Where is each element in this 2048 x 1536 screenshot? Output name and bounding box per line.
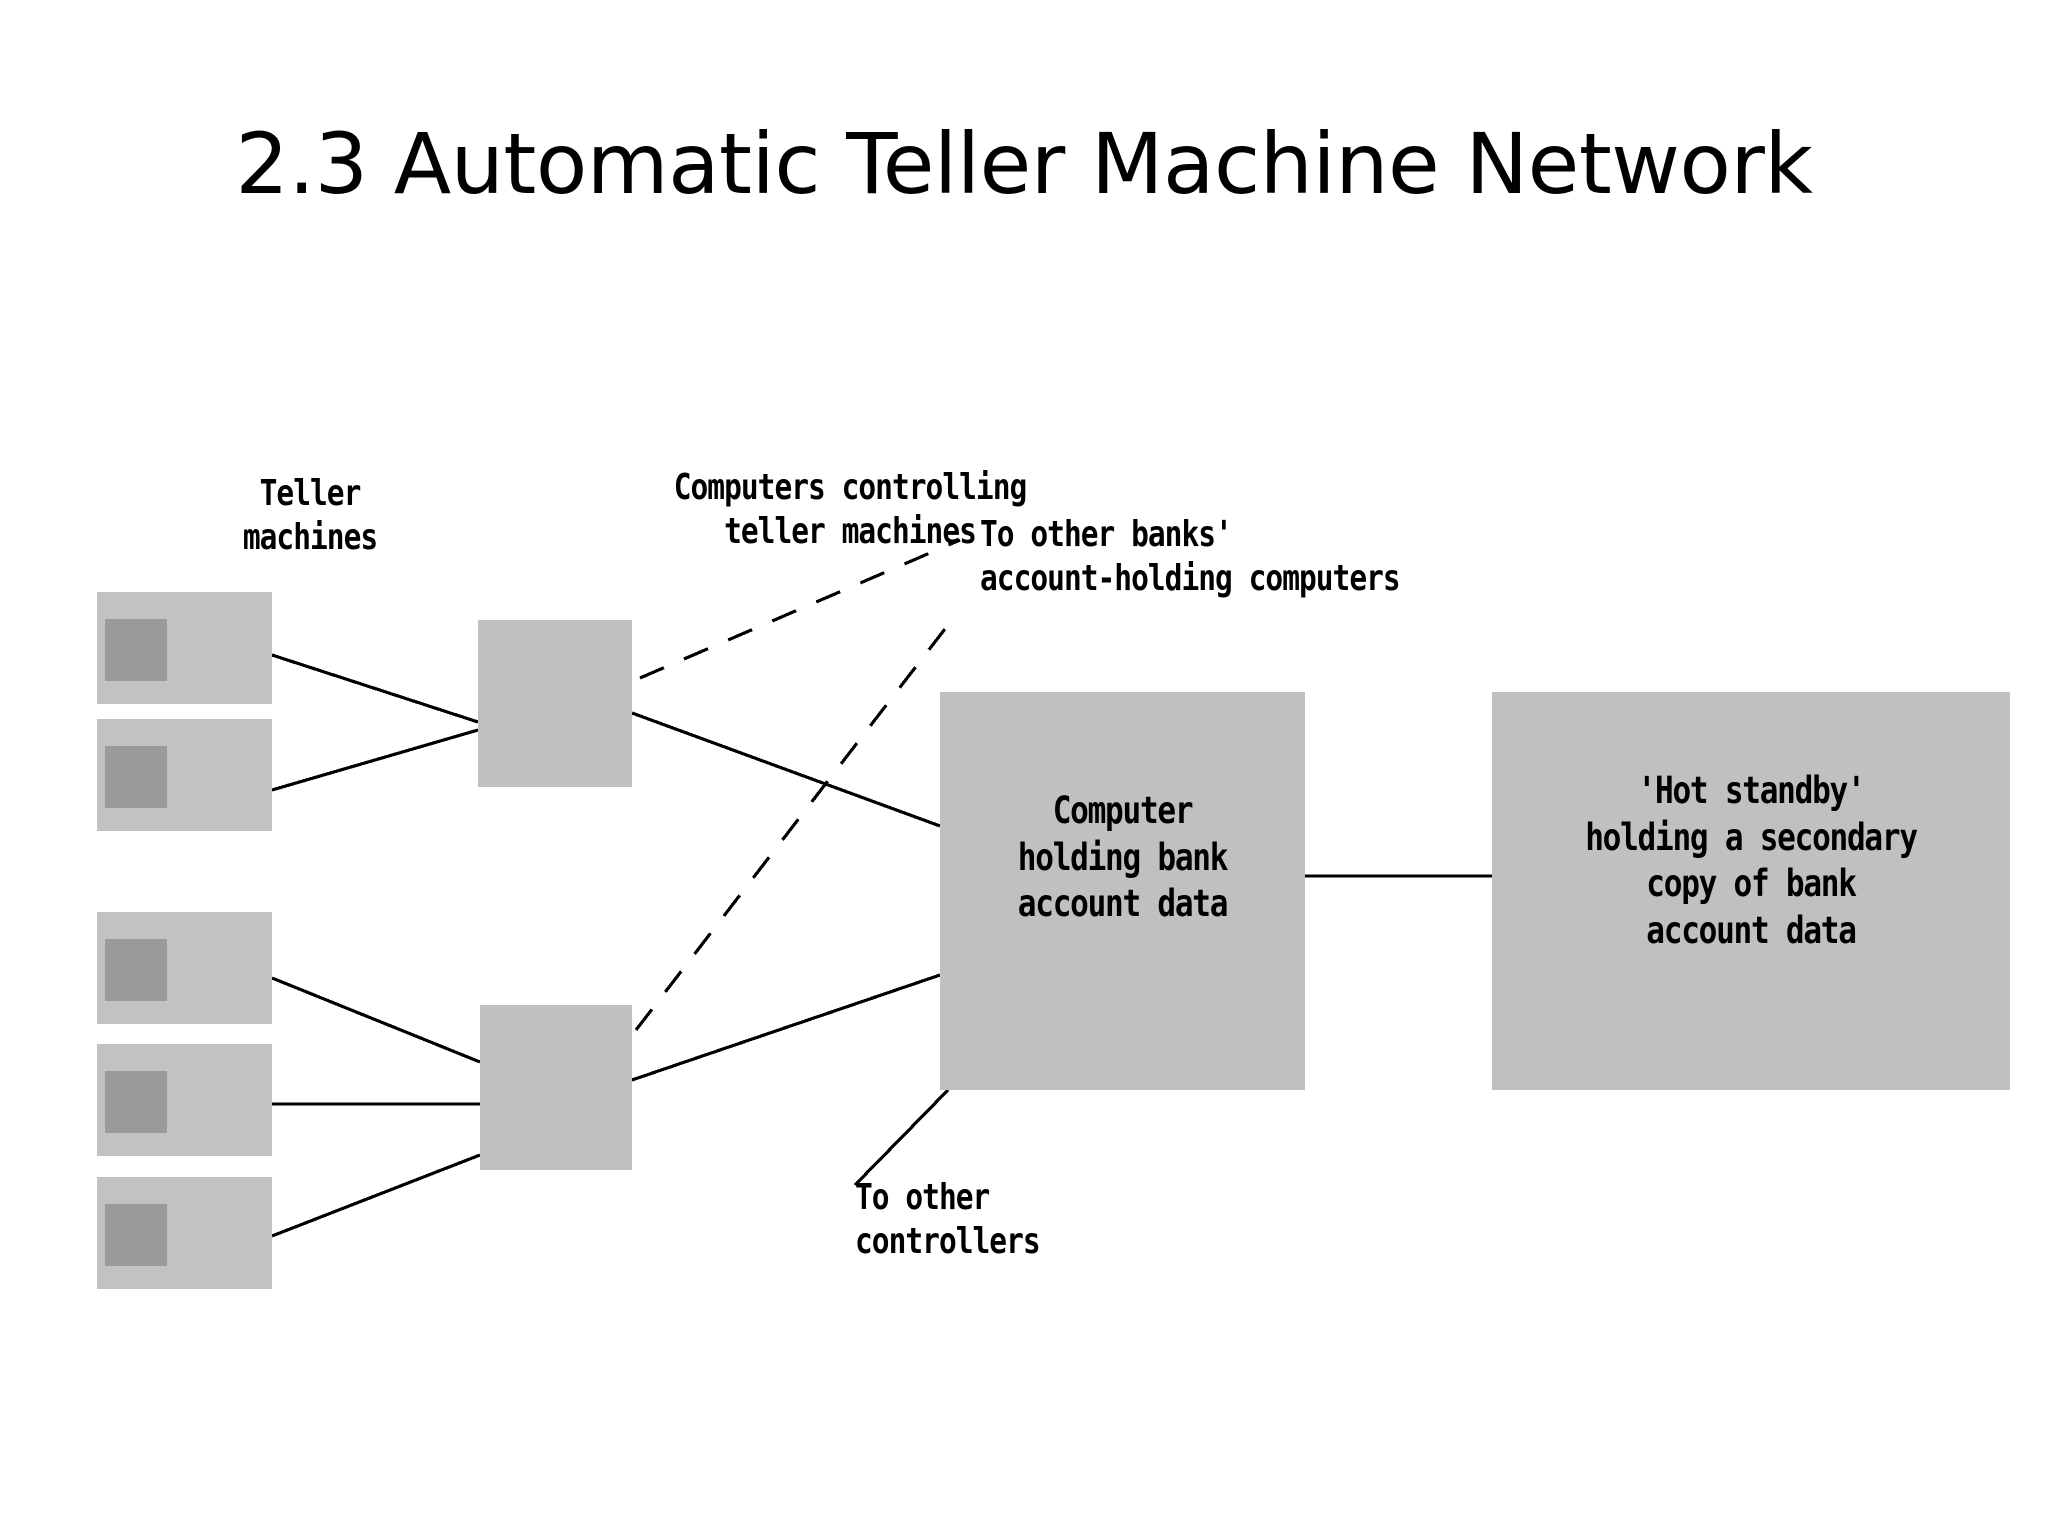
hot-standby-box[interactable]: 'Hot standby' holding a secondary copy o… (1492, 692, 2010, 1090)
page-title: 2.3 Automatic Teller Machine Network (235, 115, 1813, 213)
link-account-computer-to-other-controllers (853, 1088, 950, 1187)
account-computer-label: Computer holding bank account data (1017, 789, 1229, 926)
teller-screen-icon (105, 619, 167, 681)
link-teller2-controller-upper (271, 728, 479, 792)
link-controller-upper-to-account-computer (631, 711, 941, 828)
teller-machine-5[interactable] (97, 1177, 272, 1289)
teller-machine-4[interactable] (97, 1044, 272, 1156)
teller-screen-icon (105, 939, 167, 1001)
label-to-other-banks: To other banks' account-holding computer… (980, 514, 1401, 599)
label-teller-machines: Teller machines (242, 473, 378, 558)
link-teller3-controller-lower (271, 976, 481, 1064)
teller-screen-icon (105, 1204, 167, 1266)
teller-screen-icon (105, 746, 167, 808)
label-to-other-controllers: To other controllers (855, 1177, 1041, 1262)
controller-box-upper[interactable] (478, 620, 632, 787)
link-dashed-controller-upper-to-other-banks (639, 538, 961, 680)
label-controllers: Computers controlling teller machines (673, 467, 1028, 552)
hot-standby-label: 'Hot standby' holding a secondary copy o… (1585, 769, 1918, 952)
teller-screen-icon (105, 1071, 167, 1133)
account-computer-box[interactable]: Computer holding bank account data (940, 692, 1305, 1090)
link-teller5-controller-lower (271, 1153, 481, 1238)
link-teller1-controller-upper (271, 653, 479, 724)
link-dashed-controller-lower-to-other-banks (634, 611, 960, 1031)
link-controller-lower-to-account-computer (631, 973, 941, 1082)
teller-machine-3[interactable] (97, 912, 272, 1024)
controller-box-lower[interactable] (480, 1005, 632, 1170)
teller-machine-1[interactable] (97, 592, 272, 704)
teller-machine-2[interactable] (97, 719, 272, 831)
